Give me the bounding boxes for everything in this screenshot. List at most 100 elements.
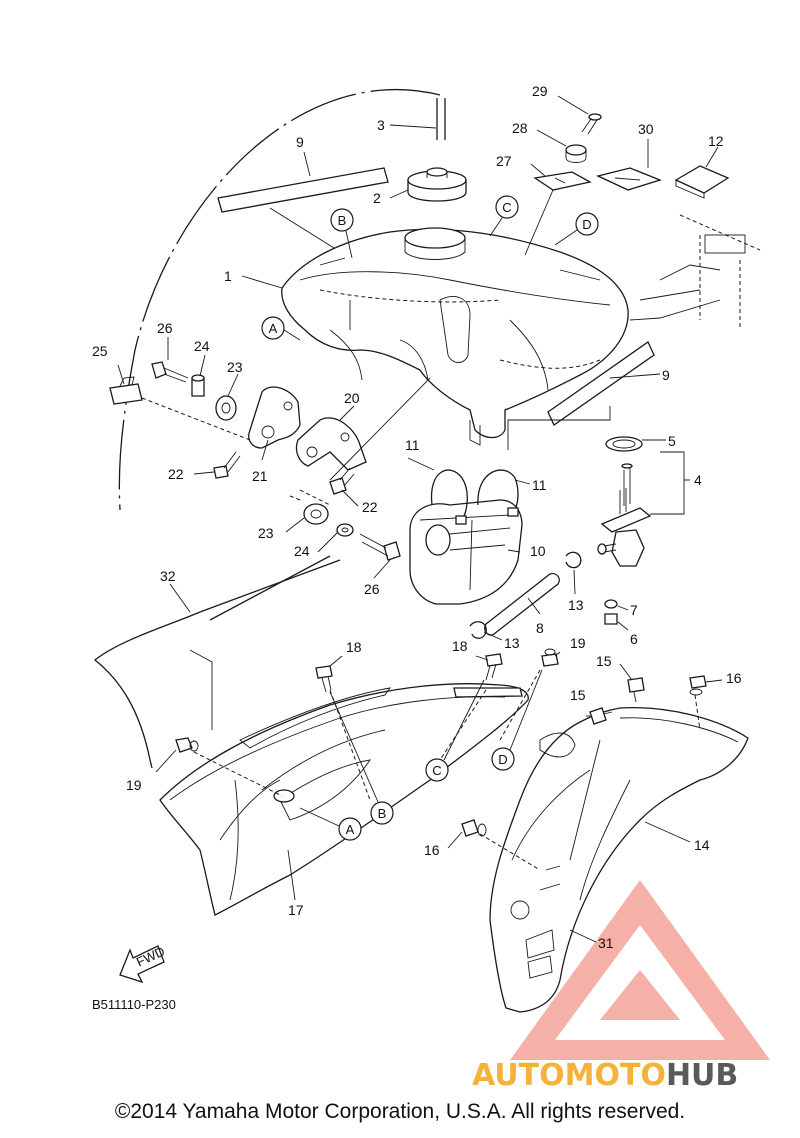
callout-25: 25	[92, 343, 108, 359]
pad-12	[674, 165, 730, 199]
callout-13b: 13	[504, 635, 520, 651]
callout-21: 21	[252, 468, 268, 484]
callout-1: 1	[224, 268, 232, 284]
callout-9a: 9	[296, 134, 304, 150]
callout-4: 4	[694, 472, 702, 488]
callout-18a: 18	[346, 639, 362, 655]
side-panel-14	[489, 706, 749, 1013]
clip-25	[109, 376, 143, 405]
callout-16b: 16	[424, 842, 440, 858]
fuel-tank	[281, 227, 629, 446]
watermark-logo-icon	[510, 880, 770, 1060]
callout-7: 7	[630, 602, 638, 618]
ref-letter: C	[432, 763, 441, 778]
ref-letter: A	[346, 822, 355, 837]
callout-14: 14	[694, 837, 710, 853]
side-panel-17	[159, 683, 529, 916]
callout-31: 31	[598, 935, 614, 951]
screw-6	[604, 613, 618, 625]
grommet-23a	[215, 395, 237, 421]
callout-30: 30	[638, 121, 654, 137]
clip-13a	[469, 621, 487, 639]
callout-11b: 11	[532, 477, 547, 493]
callout-10: 10	[530, 543, 546, 559]
callout-16a: 16	[726, 670, 742, 686]
callout-32: 32	[160, 568, 176, 584]
figure-code: B511110-P230	[92, 997, 176, 1012]
bolt-26a	[151, 361, 189, 383]
screw-18a	[315, 665, 333, 693]
stay-20	[295, 417, 367, 471]
callout-5: 5	[668, 433, 676, 449]
ref-A-bottom: A	[338, 817, 362, 841]
watermark-wordmark: AUTOMOTOHUB	[472, 1058, 738, 1093]
bolt-26b	[359, 533, 401, 561]
callout-23a: 23	[227, 359, 243, 375]
bracket-27	[533, 171, 592, 191]
callout-18b: 18	[452, 638, 468, 654]
ref-A-top: A	[261, 316, 285, 340]
callout-26a: 26	[157, 320, 173, 336]
screw-15a	[589, 707, 613, 725]
callout-12: 12	[708, 133, 724, 149]
collar-24a	[191, 374, 205, 397]
callout-17: 17	[288, 902, 304, 918]
fuel-cock-4	[597, 463, 652, 567]
callout-8: 8	[536, 620, 544, 636]
callout-11a: 11	[405, 437, 420, 453]
screw-19a	[175, 737, 199, 753]
callout-27: 27	[496, 153, 512, 169]
hose-8	[484, 572, 560, 636]
callout-22a: 22	[168, 466, 184, 482]
bolt-22a	[213, 451, 241, 479]
ref-letter: B	[338, 213, 347, 228]
collar-28	[565, 144, 587, 163]
callout-2: 2	[373, 190, 381, 206]
ref-D-bottom: D	[491, 747, 515, 771]
callout-24a: 24	[194, 338, 210, 354]
gasket-5	[605, 436, 643, 452]
watermark-brand-part2: HUB	[666, 1058, 738, 1093]
callout-28: 28	[512, 120, 528, 136]
ref-letter: D	[498, 752, 507, 767]
screw-18b	[485, 653, 503, 681]
frame-hint	[629, 214, 761, 330]
callout-29: 29	[532, 83, 548, 99]
copyright-notice: ©2014 Yamaha Motor Corporation, U.S.A. A…	[114, 1100, 686, 1123]
screw-29	[581, 113, 602, 135]
screw-16b	[461, 819, 487, 837]
ref-C-bottom: C	[425, 758, 449, 782]
canister-10	[409, 499, 523, 605]
ref-letter: D	[582, 217, 591, 232]
ref-letter: A	[269, 321, 278, 336]
bracket-30	[596, 167, 662, 191]
callout-19a: 19	[126, 777, 142, 793]
callout-15b: 15	[570, 687, 586, 703]
washer-7	[604, 599, 618, 609]
ref-letter: B	[378, 806, 387, 821]
ref-B-bottom: B	[370, 801, 394, 825]
fwd-arrow-icon: FWD	[119, 944, 167, 984]
callout-22b: 22	[362, 499, 378, 515]
band-11a	[430, 469, 468, 525]
stay-21	[248, 386, 301, 449]
callout-26b: 26	[364, 581, 380, 597]
screw-15b	[627, 677, 645, 703]
collar-24b	[336, 523, 354, 537]
ref-C-top: C	[495, 195, 519, 219]
grommet-23b	[303, 503, 329, 525]
callout-15a: 15	[596, 653, 612, 669]
callout-23b: 23	[258, 525, 274, 541]
ref-D-top: D	[575, 212, 599, 236]
callout-6: 6	[630, 631, 638, 647]
band-11b	[477, 469, 519, 517]
screw-19b	[541, 648, 559, 667]
ref-letter: C	[502, 200, 511, 215]
callout-24b: 24	[294, 543, 310, 559]
damper-strip-9	[217, 167, 389, 213]
side-cover-32	[93, 555, 341, 769]
fuel-cap	[407, 167, 467, 202]
callout-19b: 19	[570, 635, 586, 651]
ref-B-top: B	[330, 208, 354, 232]
screw-16a	[689, 675, 707, 696]
